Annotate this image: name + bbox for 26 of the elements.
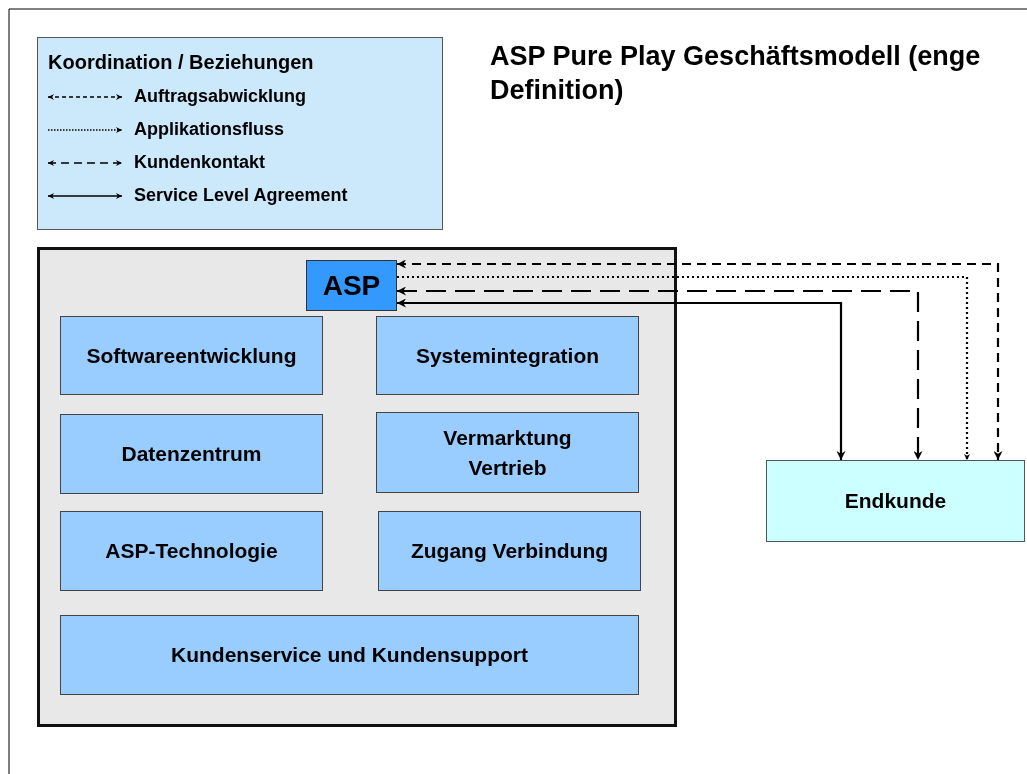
customer-box bbox=[766, 460, 1025, 542]
service-box bbox=[60, 414, 323, 494]
node-label: Zugang Verbindung bbox=[410, 538, 609, 565]
legend-label: Applikationsfluss bbox=[134, 119, 285, 140]
service-box bbox=[60, 316, 323, 395]
legend-label: Kundenkontakt bbox=[134, 152, 265, 173]
asp-box bbox=[306, 260, 397, 311]
connector-arrow bbox=[397, 298, 846, 460]
node-label: Softwareentwicklung bbox=[86, 342, 297, 369]
node-label: Endkunde bbox=[844, 488, 947, 515]
node-label: ASP bbox=[322, 268, 381, 303]
node-label: ASP-Technologie bbox=[105, 538, 278, 565]
node-label: Vermarktung Vertrieb bbox=[442, 425, 573, 481]
node-label: Datenzentrum bbox=[121, 441, 262, 468]
service-box bbox=[378, 511, 641, 591]
company-frame bbox=[37, 247, 677, 727]
title: ASP Pure Play Geschäftsmodell (enge Definition) bbox=[490, 40, 982, 107]
service-box bbox=[60, 615, 639, 695]
legend-label: Auftragsabwicklung bbox=[134, 86, 307, 107]
legend-heading: Koordination / Beziehungen bbox=[48, 51, 314, 74]
service-box bbox=[376, 316, 639, 395]
legend-label: Service Level Agreement bbox=[134, 185, 348, 206]
service-box bbox=[376, 412, 639, 493]
service-box bbox=[60, 511, 323, 591]
node-label: Kundenservice und Kundensupport bbox=[171, 642, 528, 669]
node-label: Systemintegration bbox=[415, 342, 600, 369]
